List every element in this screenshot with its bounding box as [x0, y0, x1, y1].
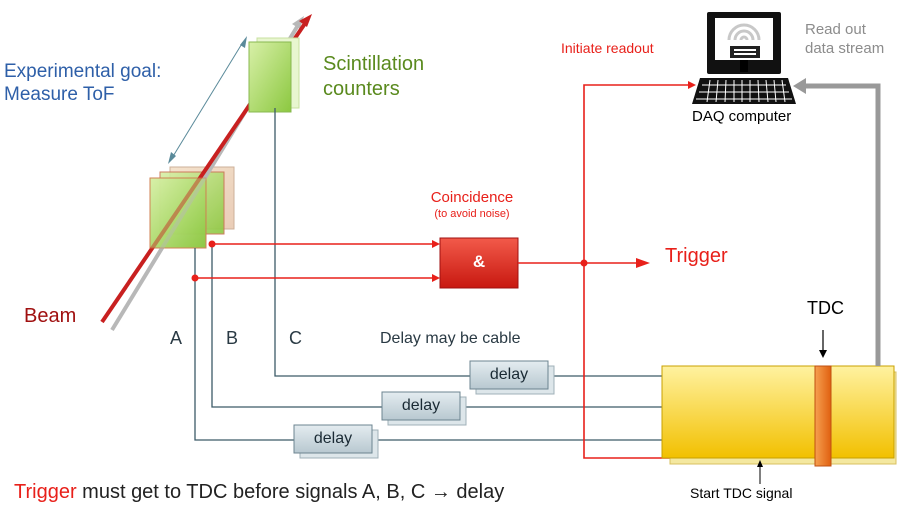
- coincidence-title: Coincidence: [430, 189, 514, 206]
- junction-dot: [208, 240, 216, 248]
- delay-box-a-label: delay: [313, 430, 353, 447]
- footer-statement: Trigger must get to TDC before signals A…: [14, 481, 504, 504]
- start-tdc-label: Start TDC signal: [690, 485, 793, 501]
- readout-arrow: [793, 78, 881, 366]
- channel-label-b: B: [226, 328, 239, 348]
- trigger-junction-dot: [580, 259, 588, 267]
- delay-box-a-shape: [293, 424, 379, 459]
- delay-box-b-shape: [381, 391, 467, 426]
- tdc-module: [661, 365, 897, 467]
- delay-note: Delay may be cable: [380, 330, 521, 347]
- tdc-label: TDC: [807, 298, 844, 318]
- delay-box-c-label: delay: [489, 366, 529, 383]
- scintillation-line2: counters: [323, 78, 400, 100]
- computer-icon: [692, 12, 796, 104]
- footer-trigger-word: Trigger: [14, 481, 77, 503]
- readout-text: Read out data stream: [805, 20, 884, 58]
- initiate-readout-label: Initiate readout: [561, 40, 654, 56]
- scintillation-text: Scintillation counters: [323, 52, 424, 102]
- readout-line1: Read out: [805, 21, 866, 38]
- distance-arrow: [168, 36, 247, 164]
- scintillation-line1: Scintillation: [323, 53, 425, 75]
- readout-line2: data stream: [805, 40, 885, 57]
- daq-computer-label: DAQ computer: [692, 108, 792, 125]
- upper-scintillator: [248, 37, 300, 113]
- coincidence-subtitle: (to avoid noise): [434, 208, 510, 220]
- lower-scintillator-front: [149, 177, 207, 249]
- channel-label-a: A: [170, 328, 183, 348]
- goal-line2: Measure ToF: [4, 84, 115, 105]
- junction-dot: [191, 274, 199, 282]
- channel-label-c: C: [289, 328, 302, 348]
- delay-box-b-label: delay: [401, 397, 441, 414]
- coincidence-gate: [439, 237, 519, 289]
- and-gate-symbol: &: [472, 252, 486, 271]
- delay-box-c-shape: [469, 360, 555, 395]
- coincidence-inputs: [195, 243, 432, 279]
- footer-rest: must get to TDC before signals A, B, C →…: [76, 481, 505, 503]
- beam-label: Beam: [24, 305, 77, 327]
- goal-text: Experimental goal: Measure ToF: [4, 60, 161, 106]
- goal-line1: Experimental goal:: [4, 61, 162, 82]
- trigger-label: Trigger: [665, 245, 728, 267]
